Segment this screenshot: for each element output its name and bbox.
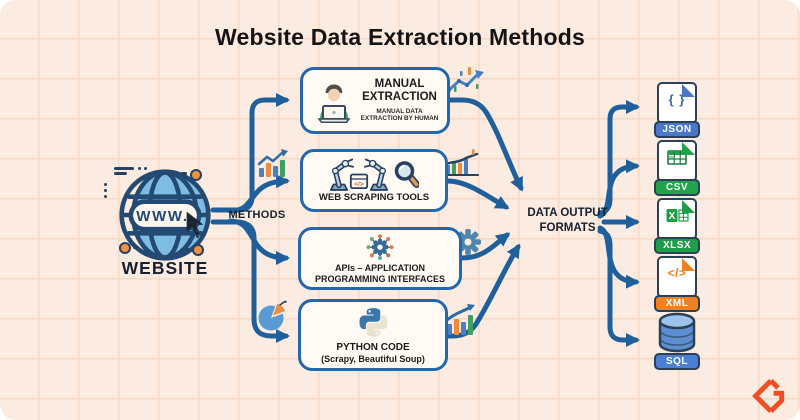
robot-arm-icon: </> [329, 158, 389, 191]
json-glyph: { } [668, 92, 686, 107]
decor-dash [181, 248, 184, 251]
globe-www-icon: WWW. [119, 169, 211, 261]
magnifier-icon [394, 161, 419, 189]
json-label: JSON [654, 121, 700, 138]
manual-subtitle-line1: MANUAL DATA [376, 107, 423, 115]
python-logo-icon [358, 307, 388, 337]
website-label: WEBSITE [121, 258, 209, 278]
decor-orange-dot [192, 244, 204, 256]
decor-dash [133, 246, 139, 249]
xml-file-icon: </> XML [654, 256, 700, 312]
decor-dotted-line [196, 223, 199, 238]
csv-label: CSV [654, 179, 700, 196]
globe-www-text: WWW. [136, 208, 188, 225]
brand-logo-mark [752, 378, 785, 414]
xml-glyph: </> [667, 266, 687, 280]
page-title: Website Data Extraction Methods [214, 24, 585, 50]
xml-label: XML [654, 295, 700, 312]
manual-title-line1: MANUAL [374, 78, 425, 91]
decor-dotted-line [104, 183, 107, 198]
apis-title-line2: PROGRAMMING INTERFACES [314, 273, 445, 284]
person-at-laptop-icon [317, 84, 351, 123]
xlsx-file-icon: X XLSX [654, 198, 700, 254]
output-label-line2: FORMATS [539, 221, 596, 234]
bar-chart-arrow-icon [257, 149, 288, 177]
code-window-icon [349, 173, 369, 189]
data-output-formats-label: DATA OUTPUT FORMATS [520, 206, 615, 236]
sql-database-icon: SQL [654, 312, 700, 370]
table-grid-glyph [667, 150, 687, 165]
decor-dash [186, 248, 189, 251]
decor-orange-dot [119, 242, 131, 254]
bar-chart-up-icon [445, 304, 475, 335]
manual-subtitle-line2: EXTRACTION BY HUMAN [360, 115, 439, 123]
method-card-manual-extraction: MANUAL EXTRACTION MANUAL DATA EXTRACTION… [300, 67, 450, 134]
code-glyph: </> [354, 180, 364, 187]
method-card-web-scraping: </> WEB SCRAPING TOOLS [300, 149, 448, 212]
methods-label: METHODS [228, 209, 286, 221]
decor-orange-dot [190, 169, 202, 181]
method-card-apis: APIs – APPLICATION PROGRAMMING INTERFACE… [298, 227, 462, 290]
python-subtitle: (Scrapy, Beautiful Soup) [321, 354, 425, 365]
sql-label: SQL [654, 353, 700, 370]
apis-title-line1: APIs – APPLICATION [334, 263, 425, 274]
decor-lines [114, 167, 134, 170]
api-gear-network-icon [366, 234, 394, 260]
xlsx-x-glyph: X [668, 211, 675, 222]
decor-dot [144, 167, 147, 170]
method-card-python: PYTHON CODE (Scrapy, Beautiful Soup) [298, 299, 448, 371]
decor-dot [138, 167, 141, 170]
web-scraping-title: WEB SCRAPING TOOLS [318, 191, 430, 203]
output-label-line1: DATA OUTPUT [527, 207, 608, 219]
xlsx-label: XLSX [654, 237, 700, 254]
decor-dash [181, 172, 187, 175]
line-chart-icon [447, 67, 484, 92]
decor-lines [114, 172, 127, 175]
json-file-icon: { } JSON [654, 82, 700, 138]
csv-file-icon: CSV [654, 140, 700, 196]
cursor-icon [186, 211, 204, 236]
manual-title-line2: EXTRACTION [362, 91, 437, 104]
python-title: PYTHON CODE [336, 341, 410, 353]
pie-chart-icon [258, 300, 287, 331]
